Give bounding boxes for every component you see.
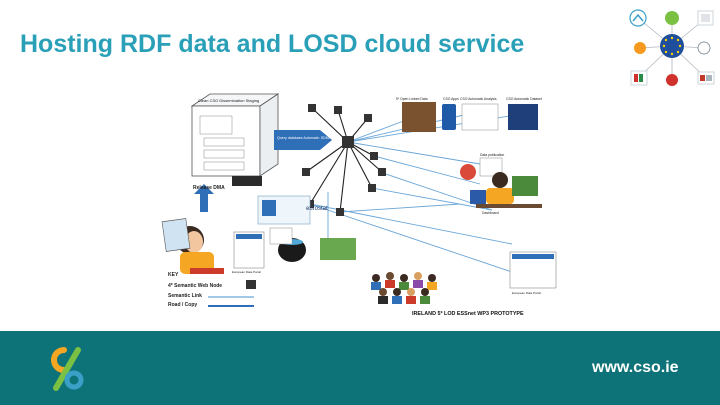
- star-rating-image: [402, 102, 436, 132]
- analysis-screen: [461, 103, 499, 131]
- eurostat-screen: [262, 200, 276, 216]
- partner-logo-8: [666, 74, 678, 86]
- key-title: KEY: [168, 272, 179, 278]
- release-arrow: [194, 184, 214, 212]
- partner-logo-4: [634, 42, 646, 54]
- query-box-label: Query database Automate: SDMX/RDF: [277, 136, 340, 140]
- people-crowd: [371, 272, 437, 304]
- key-node: 4* Semantic Web Node: [168, 283, 222, 289]
- architecture-diagram: Clean CSO Dissemination Staging Release …: [161, 93, 557, 317]
- dashboard-caption: Dashboard: [482, 211, 499, 215]
- eurostat-label: eurostat: [306, 206, 328, 212]
- app-phone-image: [442, 104, 456, 130]
- app-label-3: CSO Automatic Dataset: [506, 97, 542, 101]
- query-database-arrow: [274, 130, 332, 150]
- staging-box-label: Clean CSO Dissemination Staging: [198, 98, 259, 103]
- semantic-web-nodes: [302, 104, 386, 216]
- slide-title: Hosting RDF data and LOSD cloud service: [20, 30, 525, 58]
- partner-logo-cluster: [629, 9, 715, 86]
- partner-logo-1: [629, 9, 647, 27]
- dataset-logo-tile: [232, 176, 262, 186]
- dissemination-staging-box: [190, 93, 280, 177]
- dataset-screen: [508, 104, 538, 130]
- dashboard-illustration: [470, 172, 542, 208]
- partner-logo-6: [697, 41, 711, 55]
- analyst-illustration: [161, 218, 224, 274]
- key-road: Road / Copy: [168, 302, 197, 308]
- datasets-label: Data publication: [480, 153, 504, 157]
- key-link: Semantic Link: [168, 293, 202, 299]
- app-label-2: CSO Automatic Analysis: [460, 97, 497, 101]
- prototype-caption: IRELAND 5* LOD ESSnet WP3 PROTOTYPE: [412, 311, 524, 317]
- star-rating-caption: 5* Open Linked Data: [396, 97, 428, 101]
- footer-band: [0, 331, 720, 405]
- app-label-1: CSO Apps: [443, 97, 459, 101]
- network-ball: [460, 164, 476, 180]
- mobile-photo: [320, 238, 356, 260]
- data-browser-tile: [269, 227, 293, 245]
- data-publication-tile: [479, 157, 503, 177]
- cso-logo: [51, 347, 84, 391]
- footer-website-link[interactable]: www.cso.ie: [592, 359, 679, 376]
- partner-logo-2: [665, 11, 679, 25]
- portal-label-left: European Data Portal: [232, 270, 261, 274]
- release-label: Release DMA: [193, 185, 225, 191]
- portal-label-right: European Data Portal: [512, 291, 541, 295]
- diagram-key: [208, 280, 256, 307]
